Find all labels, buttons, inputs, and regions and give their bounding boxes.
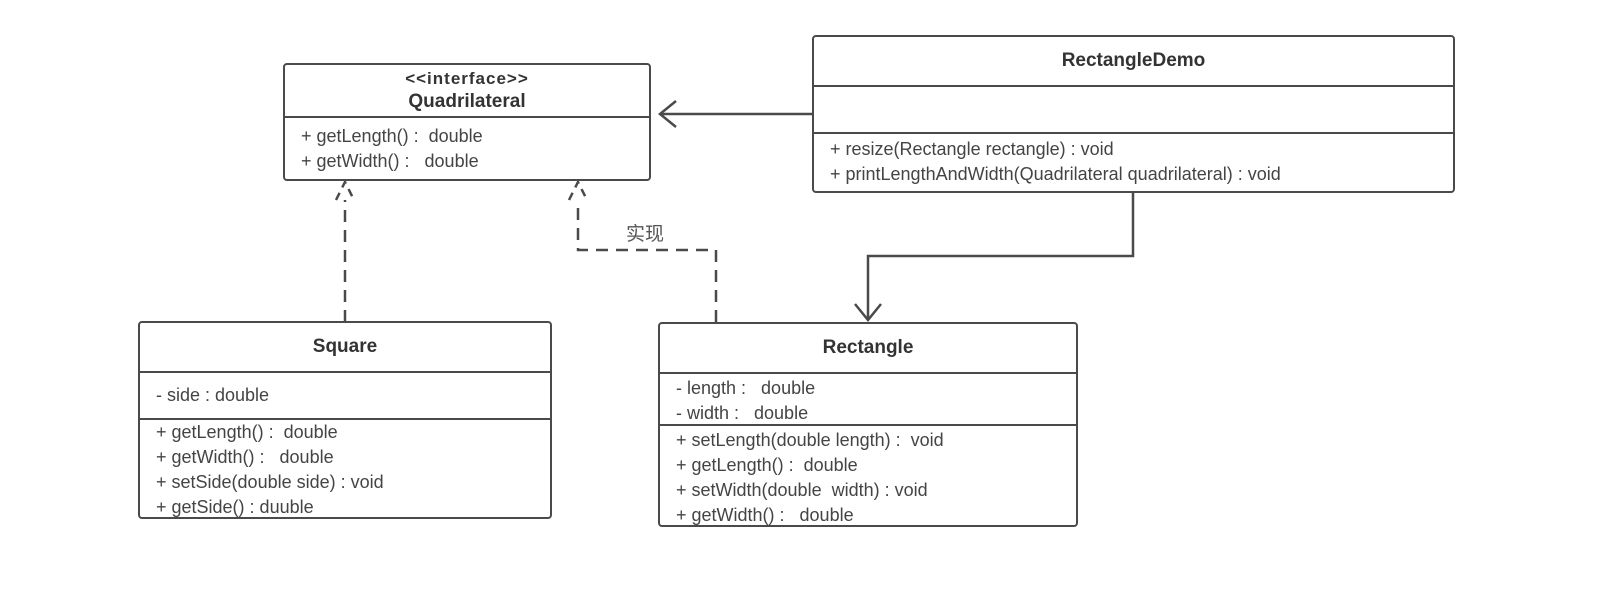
- class-name: Quadrilateral: [408, 90, 526, 112]
- class-name: Rectangle: [822, 337, 914, 358]
- attributes-section: [814, 87, 1453, 134]
- operation: + resize(Rectangle rectangle) : void: [830, 139, 1114, 159]
- operations-section: + setLength(double length) : void + getL…: [660, 426, 1076, 525]
- operation: + getLength() : double: [156, 422, 338, 442]
- class-quadrilateral[interactable]: <<interface>> Quadrilateral + getLength(…: [283, 63, 651, 181]
- class-header: Square: [140, 323, 550, 373]
- class-header: RectangleDemo: [814, 37, 1453, 87]
- class-square[interactable]: Square - side : double + getLength() : d…: [138, 321, 552, 519]
- edge-square-to-quadrilateral: [334, 179, 356, 322]
- operation: + getWidth() : double: [156, 447, 334, 467]
- class-header: Rectangle: [660, 324, 1076, 374]
- edge-rectangle-to-quadrilateral: [567, 179, 718, 322]
- operation: + getWidth() : double: [301, 151, 479, 171]
- attributes-section: - side : double: [140, 373, 550, 420]
- operations-section: + getLength() : double + getWidth() : do…: [285, 118, 649, 174]
- edge-rectangledemo-to-rectangle: [854, 192, 1135, 322]
- operation: + getWidth() : double: [676, 505, 854, 525]
- class-rectangledemo[interactable]: RectangleDemo + resize(Rectangle rectang…: [812, 35, 1455, 193]
- attribute: - length : double: [676, 378, 816, 398]
- class-header: <<interface>> Quadrilateral: [285, 65, 649, 118]
- operation: + printLengthAndWidth(Quadrilateral quad…: [830, 164, 1281, 184]
- operation: + getSide() : duuble: [156, 497, 314, 517]
- attribute: - side : double: [156, 385, 270, 405]
- operation: + setLength(double length) : void: [676, 430, 944, 450]
- operation: + setWidth(double width) : void: [676, 480, 928, 500]
- class-rectangle[interactable]: Rectangle - length : double - width : do…: [658, 322, 1078, 527]
- operation: + setSide(double side) : void: [156, 472, 384, 492]
- realization-label: 实现: [626, 223, 665, 245]
- attribute: - width : double: [676, 403, 809, 423]
- attributes-section: - length : double - width : double: [660, 374, 1076, 426]
- operation: + getLength() : double: [301, 126, 483, 146]
- operations-section: + resize(Rectangle rectangle) : void + p…: [814, 134, 1453, 187]
- edge-rectangledemo-to-quadrilateral: [658, 100, 812, 128]
- operations-section: + getLength() : double + getWidth() : do…: [140, 420, 550, 517]
- stereotype-label: <<interface>>: [405, 68, 529, 88]
- operation: + getLength() : double: [676, 455, 858, 475]
- class-name: RectangleDemo: [1061, 50, 1206, 71]
- class-name: Square: [312, 336, 378, 357]
